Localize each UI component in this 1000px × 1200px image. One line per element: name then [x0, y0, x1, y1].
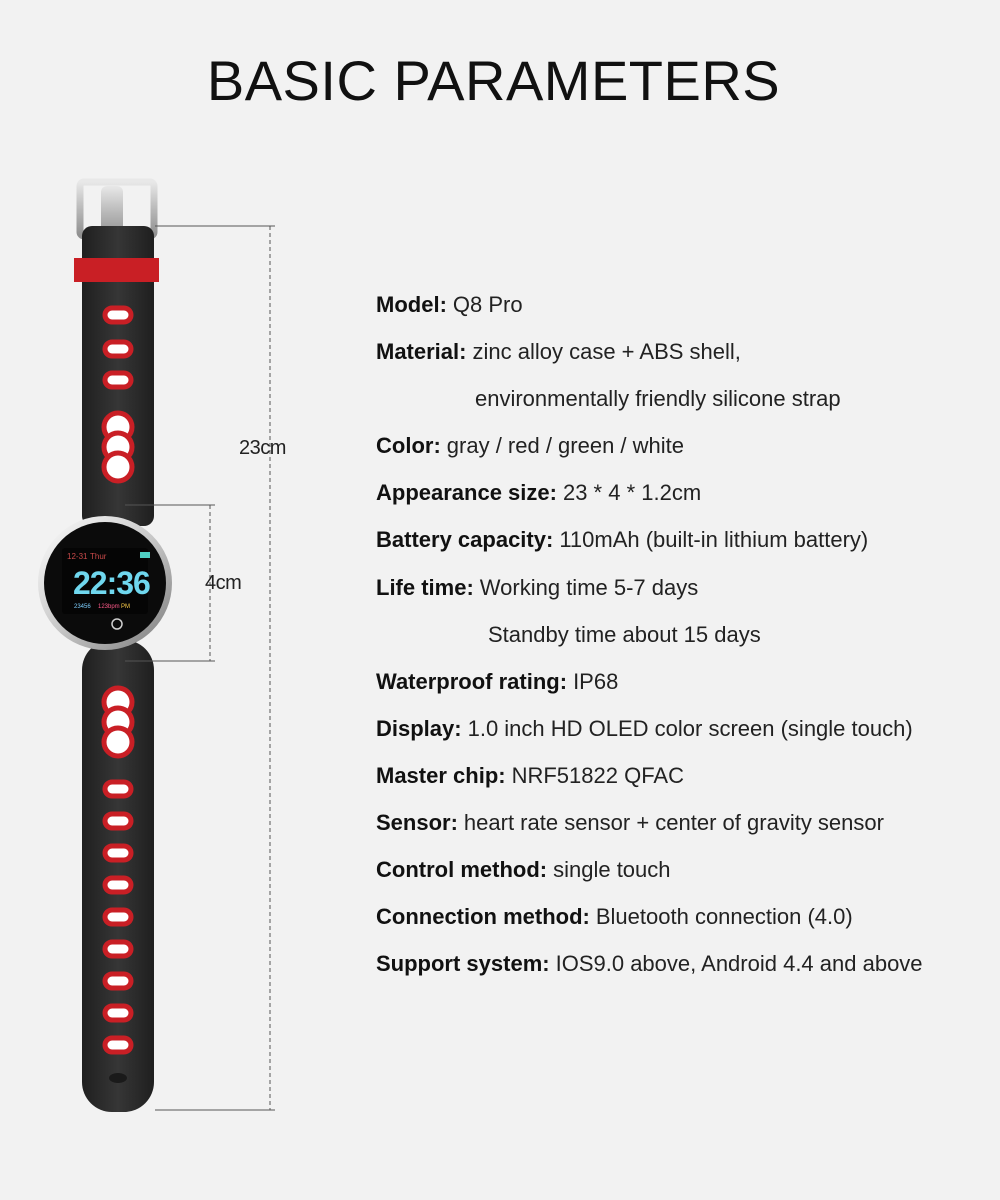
spec-row-connection-method: Connection method:Bluetooth connection (…	[376, 904, 853, 930]
spec-label: Control method	[376, 857, 540, 883]
spec-row-support-system: Support system:IOS9.0 above, Android 4.4…	[376, 951, 923, 977]
spec-label: Color	[376, 433, 434, 459]
spec-row-appearance-size: Appearance size:23 * 4 * 1.2cm	[376, 480, 702, 506]
upper-strap-holes	[101, 305, 135, 484]
spec-value: gray / red / green / white	[446, 433, 685, 459]
spec-value: NRF51822 QFAC	[511, 762, 684, 788]
width-dimension	[125, 504, 215, 662]
spec-label: Material	[376, 339, 460, 365]
spec-row-master-chip: Master chip:NRF51822 QFAC	[376, 762, 684, 788]
watch-case	[38, 516, 172, 650]
spec-label: Battery capacity	[376, 527, 546, 553]
spec-value: heart rate sensor + center of gravity se…	[463, 810, 884, 836]
watch-screen: 12-31 Thur 22:36 23456 123bpm PM	[67, 552, 151, 610]
spec-row-sensor: Sensor:heart rate sensor + center of gra…	[376, 810, 884, 836]
spec-row-model: Model:Q8 Pro	[376, 292, 523, 317]
spec-list: Model:Q8 Pro Material:zinc alloy case + …	[376, 287, 996, 993]
spec-value: Q8 Pro	[452, 292, 523, 317]
screen-time: 22:36	[73, 565, 150, 601]
spec-value: Bluetooth connection (4.0)	[595, 904, 853, 930]
screen-ampm: PM	[121, 604, 130, 610]
spec-value: 1.0 inch HD OLED color screen (single to…	[467, 715, 913, 741]
battery-icon	[140, 552, 150, 558]
spec-value: environmentally friendly silicone strap	[475, 386, 841, 412]
spec-label: Life time	[376, 574, 467, 600]
lower-strap-holes	[101, 685, 135, 1055]
spec-value: IOS9.0 above, Android 4.4 and above	[555, 951, 923, 977]
spec-row-life-time: Life time:Working time 5-7 days	[376, 574, 699, 600]
strap-keeper	[74, 258, 159, 282]
spec-row-waterproof-rating: Waterproof rating:IP68	[376, 668, 619, 694]
spec-label: Master chip	[376, 762, 499, 788]
spec-value: Standby time about 15 days	[488, 621, 761, 647]
width-label: 4cm	[205, 572, 242, 594]
spec-value: Working time 5-7 days	[479, 574, 699, 600]
spec-label: Appearance size	[376, 480, 550, 506]
spec-label: Model	[376, 292, 440, 317]
screen-date: 12-31	[67, 552, 88, 561]
spec-value: single touch	[553, 857, 671, 883]
spec-label: Support system	[376, 951, 543, 977]
strap-tip-notch	[109, 1073, 127, 1083]
page-title: BASIC PARAMETERS	[206, 49, 781, 112]
screen-steps: 23456	[74, 604, 91, 610]
spec-label: Waterproof rating	[376, 668, 560, 694]
spec-value: IP68	[573, 668, 619, 694]
length-label: 23cm	[239, 437, 286, 459]
spec-row-control-method: Control method:single touch	[376, 857, 671, 883]
spec-label: Display	[376, 715, 455, 741]
spec-row-battery-capacity: Battery capacity:110mAh (built-in lithiu…	[376, 527, 869, 553]
length-dimension	[155, 225, 275, 1111]
spec-row-life-time-continued: Standby time about 15 days	[376, 617, 996, 664]
spec-value: 110mAh (built-in lithium battery)	[559, 527, 869, 553]
spec-value: 23 * 4 * 1.2cm	[562, 480, 702, 506]
spec-row-color: Color:gray / red / green / white	[376, 433, 685, 459]
spec-label: Connection method	[376, 904, 583, 930]
screen-day: Thur	[90, 552, 107, 561]
spec-row-material-continued: environmentally friendly silicone strap	[376, 381, 996, 428]
spec-label: Sensor	[376, 810, 451, 836]
spec-row-display: Display:1.0 inch HD OLED color screen (s…	[376, 715, 913, 741]
spec-value: zinc alloy case + ABS shell,	[472, 339, 741, 365]
spec-row-material: Material:zinc alloy case + ABS shell,	[376, 339, 741, 365]
screen-heart-rate: 123bpm	[98, 604, 120, 610]
